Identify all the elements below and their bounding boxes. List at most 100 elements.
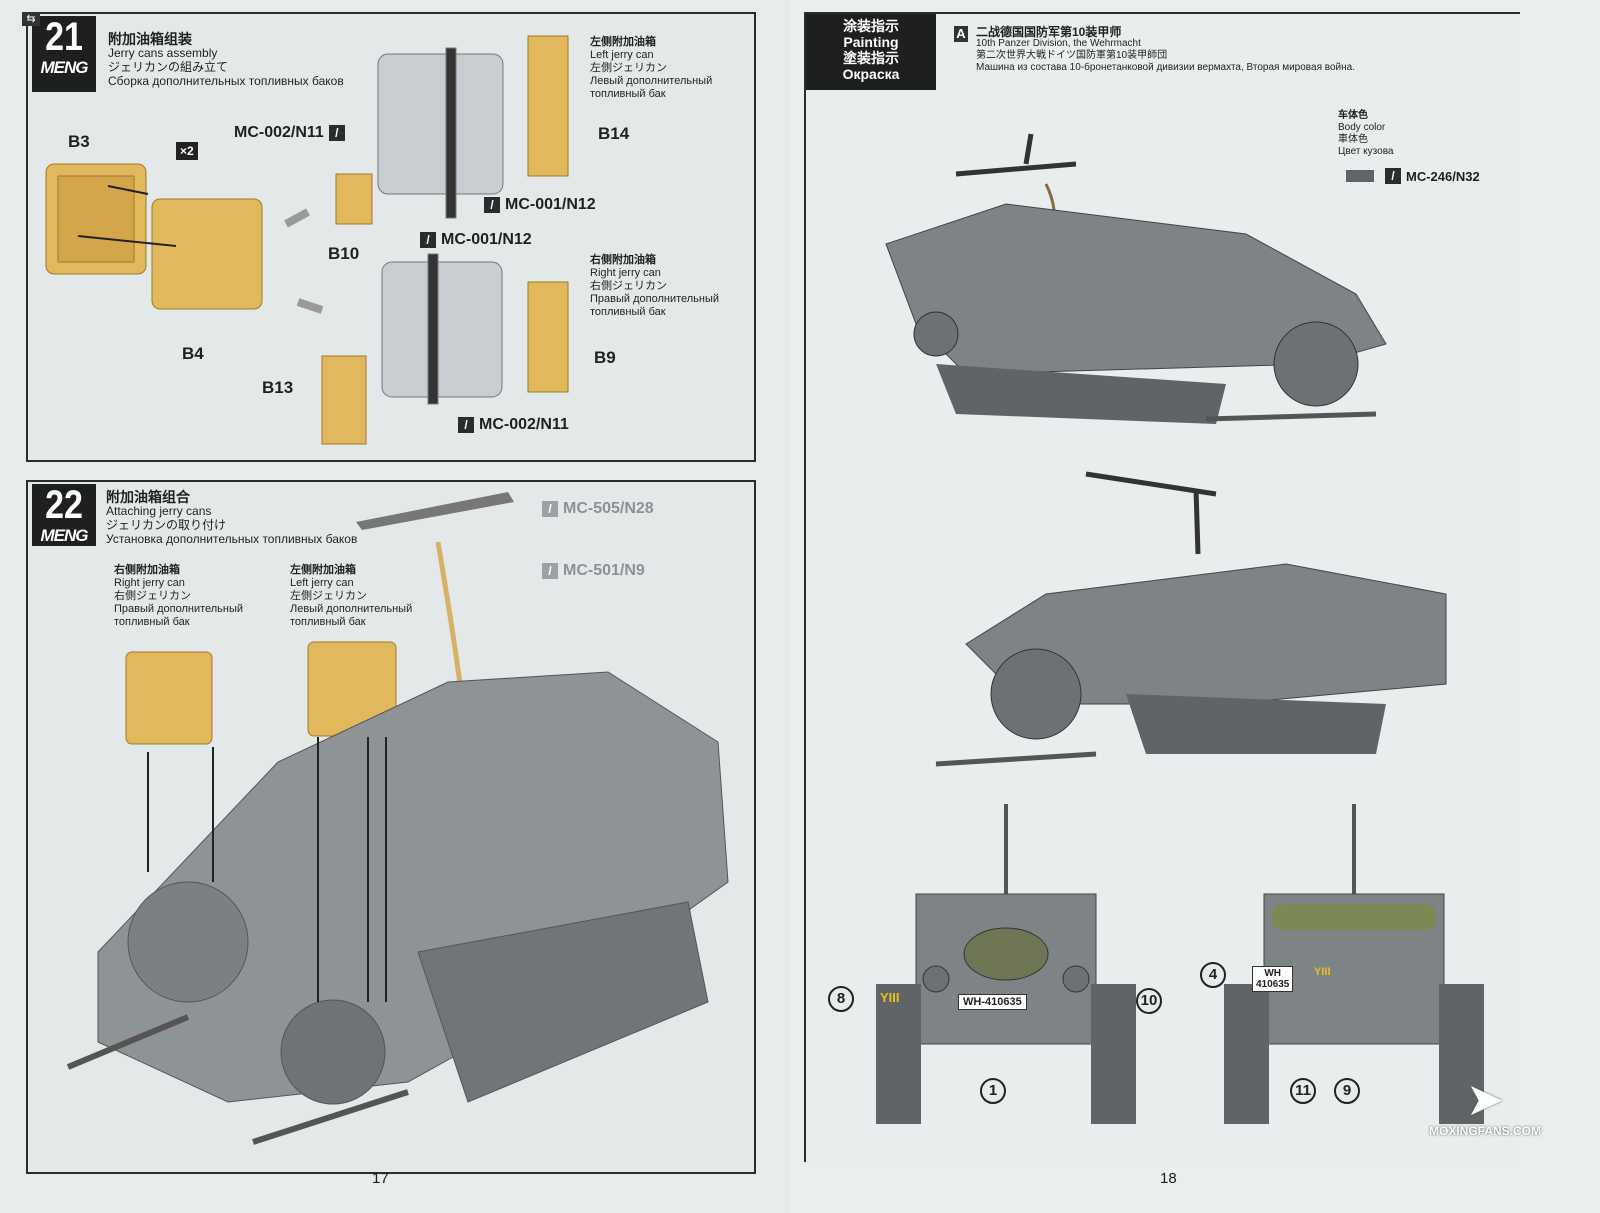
step-22-panel: 22 MENG 附加油箱组合 Attaching jerry cans ジェリカ… <box>26 480 756 1174</box>
legend-ru: Цвет кузова <box>1338 146 1394 157</box>
decal-callout-1: 1 <box>980 1078 1006 1104</box>
part-label-b9: B9 <box>594 348 616 367</box>
watermark: ➤ MOXINGFANS.COM <box>1410 1074 1560 1138</box>
scheme-ru: Машина из состава 10-бронетанковой дивиз… <box>976 62 1355 73</box>
front-license-plate: WH-410635 <box>958 994 1027 1010</box>
title-ru: Установка дополнительных топливных баков <box>106 532 358 546</box>
brush-icon: / <box>542 563 558 579</box>
decal-callout-10: 10 <box>1136 988 1162 1014</box>
part-label-b14: B14 <box>598 124 630 143</box>
scheme-letter-badge: A <box>954 26 968 42</box>
paint-callout: / MC-501/N9 <box>542 562 645 580</box>
brush-icon: / <box>458 417 474 433</box>
paint-code: MC-002/N11 <box>234 124 324 141</box>
division-mark-front: YIII <box>880 990 900 1005</box>
label-en: Right jerry can <box>590 267 661 279</box>
title-zh: 附加油箱组合 <box>106 489 190 505</box>
body-color-legend: 车体色 Body color 車体色 Цвет кузова <box>1338 110 1393 158</box>
right-can-label: 右侧附加油箱 Right jerry can 右側ジェリカン Правый до… <box>590 254 719 319</box>
step-title: 附加油箱组合 Attaching jerry cans ジェリカンの取り付け У… <box>106 490 357 546</box>
label-ru: топливный бак <box>290 616 366 628</box>
scheme-ja: 第二次世界大戦ドイツ国防軍第10装甲師団 <box>976 50 1168 61</box>
step-number-badge: 22 MENG <box>32 484 96 546</box>
step-21-illustration <box>45 35 569 445</box>
brush-icon: / <box>484 197 500 213</box>
paint-callout: /MC-001/N12 <box>420 231 532 249</box>
left-can-label: 左侧附加油箱 Left jerry can 左側ジェリカン Левый допо… <box>290 564 412 629</box>
flip-icon: ⇆ <box>22 12 40 26</box>
title-en: Jerry cans assembly <box>108 46 218 60</box>
left-page: 21 MENG 附加油箱组装 Jerry cans assembly ジェリカン… <box>0 0 790 1213</box>
left-can-label: 左侧附加油箱 Left jerry can 左側ジェリカン Левый допо… <box>590 36 712 101</box>
machine-gun <box>356 492 514 530</box>
paint-code: MC-002/N11 <box>479 416 569 433</box>
legend-ja: 車体色 <box>1338 134 1368 145</box>
part-label-b13: B13 <box>262 378 294 397</box>
rear-plate-line2: 410635 <box>1256 979 1290 990</box>
label-ru: топливный бак <box>590 88 666 100</box>
paint-code: MC-001/N12 <box>441 231 532 248</box>
step-21-panel: 21 MENG 附加油箱组装 Jerry cans assembly ジェリカン… <box>26 12 756 462</box>
scheme-description: 二战德国国防军第10装甲师 10th Panzer Division, the … <box>976 26 1355 74</box>
page-number: 17 <box>372 1170 389 1187</box>
header-zh: 涂装指示 <box>843 18 899 34</box>
rear-plate-line1: WH <box>1264 968 1282 979</box>
bracket-b10 <box>335 173 373 225</box>
division-mark-rear: YIII <box>1314 966 1331 978</box>
label-zh: 左侧附加油箱 <box>590 36 656 48</box>
label-en: Left jerry can <box>290 577 354 589</box>
paint-callout: MC-002/N11/ <box>234 124 345 142</box>
label-ru: Правый дополнительный <box>590 293 720 305</box>
paper-plane-icon: ➤ <box>1465 1073 1505 1125</box>
painting-header: 涂装指示 Painting 塗装指示 Окраска <box>806 14 936 90</box>
title-en: Attaching jerry cans <box>106 504 212 518</box>
label-ru: топливный бак <box>114 616 190 628</box>
label-ru: Левый дополнительный <box>290 603 413 615</box>
label-ja: 右側ジェリカン <box>590 280 667 292</box>
label-en: Right jerry can <box>114 577 185 589</box>
paint-callout: / MC-001/N12 <box>484 196 596 214</box>
step-number-badge: 21 MENG <box>32 16 96 92</box>
scheme-zh: 二战德国国防军第10装甲师 <box>976 25 1122 39</box>
right-can-label: 右侧附加油箱 Right jerry can 右側ジェリカン Правый до… <box>114 564 243 629</box>
brush-icon: / <box>1385 168 1401 184</box>
step-number: 21 <box>45 15 83 59</box>
decal-callout-8: 8 <box>828 986 854 1012</box>
halftrack-vehicle <box>66 671 729 1145</box>
label-ja: 左側ジェリカン <box>290 590 367 602</box>
watermark-text: MOXINGFANS.COM <box>1428 1124 1541 1138</box>
vehicle-profile-right <box>935 471 1447 767</box>
paint-code: MC-501/N9 <box>563 562 645 579</box>
part-label-b3: B3 <box>68 132 90 151</box>
paint-code: MC-001/N12 <box>505 196 596 213</box>
label-ru: топливный бак <box>590 306 666 318</box>
header-ru: Окраска <box>842 66 900 82</box>
step-number: 22 <box>45 483 83 527</box>
legend-zh: 车体色 <box>1338 110 1368 121</box>
paint-code: MC-505/N28 <box>563 500 654 517</box>
vehicle-profile-left <box>885 133 1387 424</box>
decal-callout-9: 9 <box>1334 1078 1360 1104</box>
label-ja: 左側ジェリカン <box>590 62 667 74</box>
jerry-can-grey-top <box>377 47 504 219</box>
jerry-can-b3 <box>45 163 147 275</box>
page-number: 18 <box>1160 1170 1177 1187</box>
label-zh: 右侧附加油箱 <box>114 564 180 576</box>
title-zh: 附加油箱组装 <box>108 31 192 47</box>
jerry-can-b4 <box>151 198 263 310</box>
bracket-b9 <box>527 281 569 393</box>
part-label-b10: B10 <box>328 244 360 263</box>
decal-callout-11: 11 <box>1290 1078 1316 1104</box>
color-swatch <box>1346 170 1374 182</box>
legend-en: Body color <box>1338 122 1386 133</box>
brush-icon: / <box>328 125 345 141</box>
label-ru: Правый дополнительный <box>114 603 244 615</box>
label-ja: 右側ジェリカン <box>114 590 191 602</box>
title-ja: ジェリカンの取り付け <box>106 518 227 532</box>
scheme-en: 10th Panzer Division, the Wehrmacht <box>976 38 1141 49</box>
multiplier-badge: ×2 <box>176 142 198 160</box>
header-ja: 塗装指示 <box>843 50 899 66</box>
bracket-b14 <box>527 35 569 177</box>
label-zh: 左侧附加油箱 <box>290 564 356 576</box>
painting-panel: 涂装指示 Painting 塗装指示 Окраска A 二战德国国防军第10装… <box>804 12 1520 1162</box>
